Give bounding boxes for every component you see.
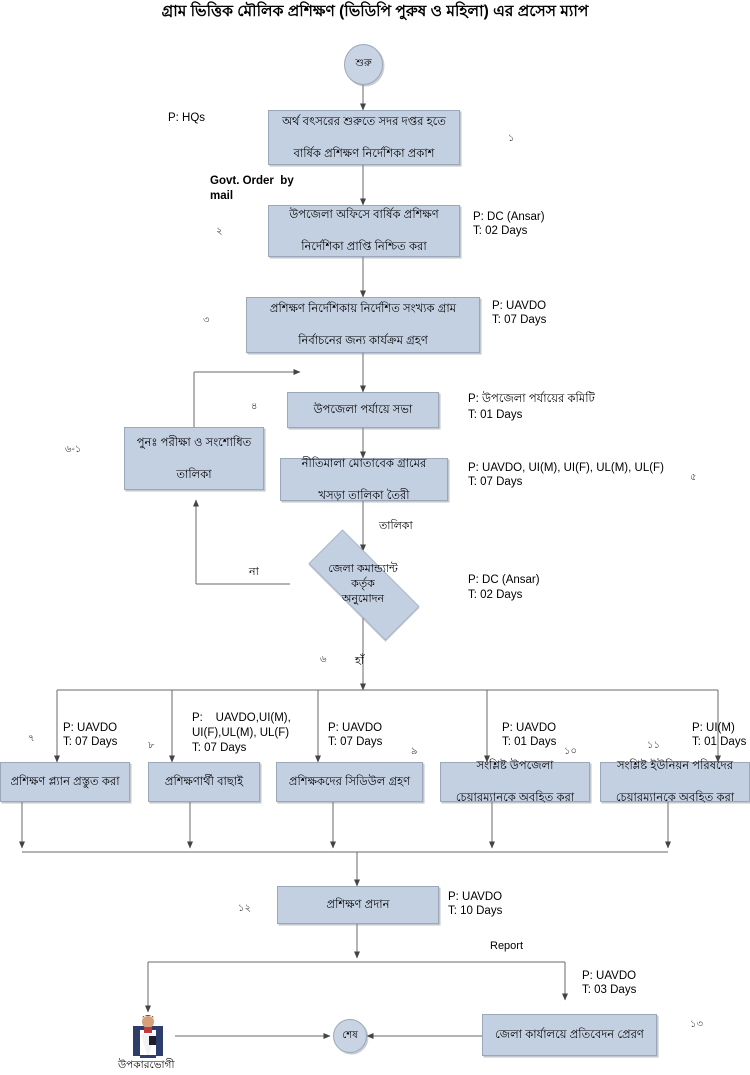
node-line-2: নির্দেশিকা প্রাপ্তি নিশ্চিত করা (301, 241, 427, 253)
step-number-5: ৫ (690, 472, 697, 483)
annotation-11-time: T: 01 Days (692, 736, 747, 748)
node-upazila-level-meeting[interactable]: উপজেলা পর্যায়ে সভা (287, 392, 439, 428)
annotation-2-time: T: 02 Days (473, 225, 528, 237)
annotation-12-performer: P: UAVDO (448, 891, 503, 903)
annotation-11-performer: P: UI(M) (692, 722, 735, 734)
annotation-4-time: T: 01 Days (468, 409, 523, 421)
step-number-6-1: ৬-১ (65, 444, 82, 455)
step-number-11: ১১ (647, 740, 660, 751)
page-title: গ্রাম ভিত্তিক মৌলিক প্রশিক্ষণ (ভিডিপি পু… (161, 3, 589, 20)
node-line-1: সংশ্লিষ্ট ইউনিয়ন পরিষদের (616, 760, 734, 772)
annotation-5-time: T: 07 Days (468, 476, 523, 488)
annotation-4-performer: P: উপজেলা পর্যায়ের কমিটি (468, 393, 595, 405)
annotation-7-performer: P: UAVDO (63, 722, 118, 734)
step-number-4: ৪ (251, 401, 258, 412)
node-recheck-revised-list[interactable]: পুনঃ পরীক্ষা ও সংশোধিত তালিকা (124, 427, 264, 490)
step-number-1: ১ (508, 133, 515, 144)
node-collect-trainer-schedule[interactable]: প্রশিক্ষকদের সিডিউল গ্রহণ (276, 762, 423, 802)
annotation-hqs: P: HQs (168, 112, 206, 124)
node-line-1: প্রশিক্ষণ প্রদান (326, 899, 390, 911)
node-line-2: চেয়ারম্যানকে অবহিত করা (615, 792, 735, 804)
decision-line-2: কর্তৃক (351, 577, 375, 590)
step-number-3: ৩ (203, 315, 210, 326)
step-number-8: ৮ (148, 740, 155, 751)
annotation-9-performer: P: UAVDO (328, 722, 383, 734)
node-line-1: পুনঃ পরীক্ষা ও সংশোধিত (136, 436, 252, 449)
node-line-2: চেয়ারম্যানকে অবহিত করা (455, 792, 575, 804)
decision-line-1: জেলা কমান্ড্যান্ট (328, 562, 398, 575)
node-line-1: প্রশিক্ষণ নির্দেশিকায় নির্দেশিত সংখ্যক … (269, 303, 457, 315)
node-line-1: জেলা কার্যালয়ে প্রতিবেদন প্রেরণ (495, 1029, 644, 1041)
annotation-13-time: T: 03 Days (582, 984, 637, 996)
node-deliver-training[interactable]: প্রশিক্ষণ প্রদান (277, 886, 439, 924)
annotation-govt-order-by-mail: Govt. Order by mail (210, 175, 294, 202)
annotation-10-performer: P: UAVDO (502, 722, 557, 734)
edge-label-list: তালিকা (379, 520, 413, 532)
node-line-1: উপজেলা অফিসে বার্ষিক প্রশিক্ষণ (289, 209, 439, 221)
annotation-6-time: T: 02 Days (468, 589, 523, 601)
annotation-8-time: T: 07 Days (192, 742, 247, 754)
annotation-12-time: T: 10 Days (448, 905, 503, 917)
decision-line-3: অনুমোদন (341, 592, 385, 605)
step-number-2: ২ (216, 226, 223, 237)
beneficiary-label: উপকারভোগী (118, 1059, 175, 1071)
step-number-10: ১০ (564, 746, 577, 757)
step-number-6: ৬ (320, 654, 327, 665)
step-number-7: ৭ (28, 733, 35, 744)
end-node[interactable]: শেষ (333, 1019, 367, 1053)
node-line-2: তালিকা (176, 468, 212, 481)
node-inform-upazila-chairman[interactable]: সংশ্লিষ্ট উপজেলা চেয়ারম্যানকে অবহিত করা (440, 760, 590, 804)
start-node-label: শুরু (355, 58, 372, 69)
edge-label-yes: হাঁ (355, 655, 364, 667)
node-village-selection-activity[interactable]: প্রশিক্ষণ নির্দেশিকায় নির্দেশিত সংখ্যক … (246, 297, 480, 353)
node-line-2: নির্বাচনের জন্য কার্যক্রম গ্রহণ (298, 335, 428, 347)
node-line-1: প্রশিক্ষণ প্ল্যান প্রস্তুত করা (10, 776, 120, 788)
node-inform-union-parishad-chairman[interactable]: সংশ্লিষ্ট ইউনিয়ন পরিষদের চেয়ারম্যানকে … (600, 760, 750, 804)
node-line-1: প্রশিক্ষকদের সিডিউল গ্রহণ (288, 776, 411, 788)
step-number-9: ৯ (411, 746, 418, 757)
start-node[interactable]: শুরু (344, 44, 383, 85)
node-line-1: নীতিমালা মোতাবেক গ্রামের (301, 457, 427, 470)
annotation-10-time: T: 01 Days (502, 736, 557, 748)
node-line-2: খসড়া তালিকা তৈরী (318, 489, 410, 502)
node-line-2: বার্ষিক প্রশিক্ষণ নির্দেশিকা প্রকাশ (293, 147, 435, 160)
node-line-1: অর্থ বৎসরের শুরুতে সদর দপ্তর হতে (282, 115, 446, 128)
node-confirm-guideline-receipt[interactable]: উপজেলা অফিসে বার্ষিক প্রশিক্ষণ নির্দেশিক… (268, 205, 460, 257)
annotation-8-performer: P: UAVDO,UI(M), UI(F),UL(M), UL(F) (192, 712, 291, 739)
edge-label-no: না (249, 566, 259, 578)
annotation-2-performer: P: DC (Ansar) (473, 211, 545, 223)
end-node-label: শেষ (342, 1029, 358, 1041)
node-line-1: সংশ্লিষ্ট উপজেলা (476, 760, 554, 772)
annotation-7-time: T: 07 Days (63, 736, 118, 748)
node-draft-village-list[interactable]: নীতিমালা মোতাবেক গ্রামের খসড়া তালিকা তৈ… (280, 457, 448, 502)
node-publish-annual-training-guideline[interactable]: অর্থ বৎসরের শুরুতে সদর দপ্তর হতে বার্ষিক… (268, 110, 460, 165)
edge-label-report: Report (490, 940, 524, 952)
node-send-report-to-district[interactable]: জেলা কার্যালয়ে প্রতিবেদন প্রেরণ (482, 1014, 657, 1056)
node-line-1: উপজেলা পর্যায়ে সভা (313, 404, 413, 416)
node-prepare-training-plan[interactable]: প্রশিক্ষণ প্ল্যান প্রস্তুত করা (0, 762, 130, 802)
annotation-5-performer: P: UAVDO, UI(M), UI(F), UL(M), UL(F) (468, 462, 664, 474)
annotation-3-performer: P: UAVDO (492, 300, 547, 312)
node-select-trainees[interactable]: প্রশিক্ষণার্থী বাছাই (148, 762, 260, 802)
annotation-9-time: T: 07 Days (328, 736, 383, 748)
node-line-1: প্রশিক্ষণার্থী বাছাই (164, 776, 244, 788)
annotation-3-time: T: 07 Days (492, 314, 547, 326)
beneficiary-figure (131, 1012, 165, 1060)
decision-district-commandant-approval[interactable]: জেলা কমান্ড্যান্ট কর্তৃক অনুমোদন (287, 529, 439, 641)
step-number-12: ১২ (238, 903, 251, 914)
annotation-6-performer: P: DC (Ansar) (468, 574, 540, 586)
person-icon (133, 1015, 163, 1058)
step-number-13: ১৩ (690, 1019, 703, 1030)
annotation-13-performer: P: UAVDO (582, 970, 637, 982)
